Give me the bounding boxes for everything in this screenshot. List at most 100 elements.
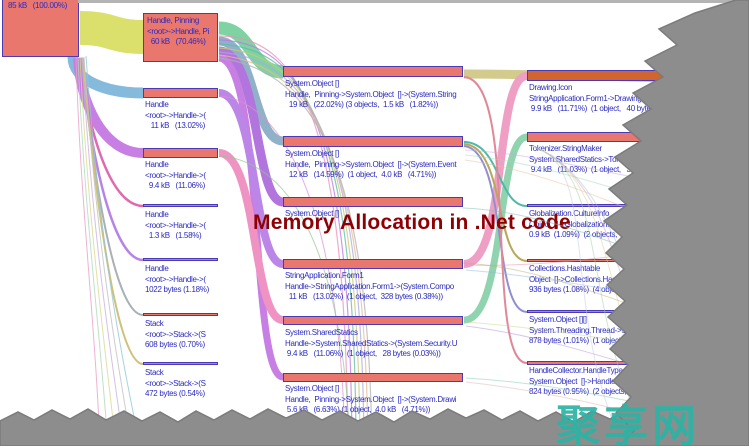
node-object-array-string-bar[interactable]	[283, 66, 463, 77]
flow-object-array-event-collections-hashtable	[463, 143, 528, 262]
node-collections-hashtable-label-line: 936 bytes (1.08%) (4 objects, 224 bytes …	[529, 285, 693, 294]
node-stack-608b-label-line: <root>->Stack->(S	[145, 329, 206, 339]
node-object-array-array-label-line: System.Object [][]	[529, 315, 587, 324]
node-object-array-array-label-line: 878 bytes (1.01%) (1 object, 20 bytes (0…	[529, 336, 687, 345]
node-handlecollector-handletype-label-line: HandleCollector.HandleType []	[529, 366, 629, 375]
flow-root-handle-1-3kb	[78, 57, 144, 208]
node-stack-472b-bar[interactable]	[143, 362, 218, 365]
decor-strand	[81, 56, 125, 446]
node-sharedstatics-label-line: System.SharedStatics	[285, 328, 358, 337]
node-handle-9-4kb-label[interactable]: Handle<root>->Handle->( 9.4 kB (11.06%)	[145, 160, 206, 192]
node-sharedstatics-label-line: 9.4 kB (11.06%) (1 object, 28 bytes (0.0…	[285, 349, 441, 358]
node-drawing-icon-label-line: 9.9 kB (11.71%) (1 object, 40 bytes (0.0…	[529, 104, 685, 113]
node-root-label[interactable]: 85 kB (100.00%)	[8, 1, 67, 12]
node-handle-1022b-label-line: <root>->Handle->(	[145, 274, 206, 284]
node-object-array-event-label-line: System.Object []	[285, 149, 339, 158]
node-handlecollector-handletype-label-line: System.Object []->HandleCollector.Handle…	[529, 376, 702, 386]
node-drawing-icon-bar[interactable]	[527, 70, 711, 81]
decor-strand	[75, 56, 101, 446]
node-handle-1-3kb-label-line: Handle	[145, 210, 169, 219]
node-object-array-event-label-line: Handle, Pinning->System.Object []->(Syst…	[285, 159, 457, 169]
node-stack-472b-label-line: <root>->Stack->(S	[145, 378, 206, 388]
node-sharedstatics-label-line: Handle->System.SharedStatics->(System.Se…	[285, 338, 458, 348]
node-object-array-array-bar[interactable]	[527, 310, 711, 313]
node-handle-11kb-bar[interactable]	[143, 88, 218, 98]
flow-root-handle-1022b	[79, 57, 144, 262]
flow-form1-drawing-icon	[463, 72, 529, 268]
node-handle-pinning-bar[interactable]	[143, 13, 218, 62]
node-object-array-array-label[interactable]: System.Object [][]System.Threading.Threa…	[529, 315, 703, 347]
node-sharedstatics-bar[interactable]	[283, 316, 463, 325]
node-handle-pinning-label[interactable]: Handle, Pinning<root>->Handle, Pi 60 kB …	[147, 16, 209, 48]
node-handle-pinning-label-line: Handle, Pinning	[147, 16, 199, 25]
node-collections-hashtable-label-line: Collections.Hashtable	[529, 264, 601, 273]
node-object-array-drawing-bar[interactable]	[283, 373, 463, 382]
node-handle-9-4kb-bar[interactable]	[143, 148, 218, 158]
node-handle-1022b-label-line: Handle	[145, 264, 169, 273]
node-object-array-string-label-line: 19 kB (22.02%) (3 objects, 1.5 kB (1.82%…	[285, 100, 438, 109]
node-handle-1-3kb-bar[interactable]	[143, 204, 218, 207]
node-stack-608b-label-line: Stack	[145, 319, 164, 328]
node-handle-11kb-label-line: <root>->Handle->(	[145, 110, 206, 120]
node-object-array-drawing-label-line: Handle, Pinning->System.Object []->(Syst…	[285, 394, 457, 404]
node-globalization-cultureinfo-bar[interactable]	[527, 204, 711, 207]
node-object-array-event-bar[interactable]	[283, 136, 463, 147]
node-collections-hashtable-label-line: Object []->Collections.Hashtable->(Colle…	[529, 274, 703, 284]
flow-root-stack-608b	[81, 57, 144, 316]
flow-root-handle-pinning	[79, 11, 144, 54]
node-handle-1-3kb-label-line: <root>->Handle->(	[145, 220, 206, 230]
node-handlecollector-handletype-bar[interactable]	[527, 361, 711, 365]
node-object-array-drawing-label[interactable]: System.Object []Handle, Pinning->System.…	[285, 384, 457, 416]
node-tokenizer-stringmaker-bar[interactable]	[527, 132, 711, 142]
node-handle-1-3kb-label[interactable]: Handle<root>->Handle->( 1.3 kB (1.58%)	[145, 210, 206, 242]
decor-strand	[79, 56, 117, 446]
node-root-bar[interactable]	[2, 0, 79, 57]
node-handle-1-3kb-label-line: 1.3 kB (1.58%)	[145, 231, 202, 240]
flow-root-handle-9-4kb	[73, 57, 144, 158]
node-form1-label-line: Handle->StringApplication.Form1->(System…	[285, 281, 454, 291]
node-handle-11kb-label[interactable]: Handle<root>->Handle->( 11 kB (13.02%)	[145, 100, 206, 132]
node-handle-1022b-bar[interactable]	[143, 258, 218, 261]
node-object-array-event-label-line: 12 kB (14.59%) (1 object, 4.0 kB (4.71%)…	[285, 170, 437, 179]
node-tokenizer-stringmaker-label-line: System.SharedStatics->Tokenizer.StringMa…	[529, 154, 703, 164]
node-handle-11kb-label-line: Handle	[145, 100, 169, 109]
node-handle-pinning-label-line: 60 kB (70.46%)	[147, 37, 206, 46]
node-object-array-string-label-line: Handle, Pinning->System.Object []->(Syst…	[285, 89, 457, 99]
node-object-array-drawing-label-line: System.Object []	[285, 384, 339, 393]
node-handle-1022b-label[interactable]: Handle<root>->Handle->(1022 bytes (1.18%…	[145, 264, 209, 296]
top-edge-line	[78, 0, 740, 3]
node-collections-hashtable-bar[interactable]	[527, 259, 711, 262]
node-tokenizer-stringmaker-label-line: Tokenizer.StringMaker	[529, 144, 602, 153]
node-stack-472b-label-line: 472 bytes (0.54%)	[145, 389, 205, 398]
node-object-array-string-label-line: System.Object []	[285, 79, 339, 88]
node-form1-bar[interactable]	[283, 259, 463, 269]
flow-handle-11kb-form1	[218, 89, 285, 268]
flow-handle-pinning-object-array-string	[218, 21, 284, 79]
node-drawing-icon-label-line: StringApplication.Form1->Drawing.Icon->(…	[529, 93, 690, 103]
flow-root-stack-472b	[82, 57, 144, 365]
node-root-label-line: 85 kB (100.00%)	[8, 1, 67, 10]
chart-title: Memory Allocation in .Net code	[253, 211, 571, 234]
node-object-array-array-label-line: System.Threading.Thread->System.Object […	[529, 325, 703, 335]
flow-object-array-event-globalization-cultureinfo	[463, 141, 528, 207]
decor-strand	[85, 55, 141, 446]
flow-handle-pinning-object-array-event	[218, 36, 285, 146]
node-object-array-string-label[interactable]: System.Object []Handle, Pinning->System.…	[285, 79, 457, 111]
node-handle-9-4kb-label-line: 9.4 kB (11.06%)	[145, 181, 205, 190]
node-object-array-event-label[interactable]: System.Object []Handle, Pinning->System.…	[285, 149, 457, 181]
node-handle-1022b-label-line: 1022 bytes (1.18%)	[145, 285, 209, 294]
node-object-array-mid-bar[interactable]	[283, 197, 463, 207]
flow-handle-pinning-object-array-mid	[218, 46, 285, 207]
node-stack-472b-label-line: Stack	[145, 368, 164, 377]
node-handle-9-4kb-label-line: <root>->Handle->(	[145, 170, 206, 180]
node-stack-608b-bar[interactable]	[143, 313, 218, 316]
node-handle-9-4kb-label-line: Handle	[145, 160, 169, 169]
